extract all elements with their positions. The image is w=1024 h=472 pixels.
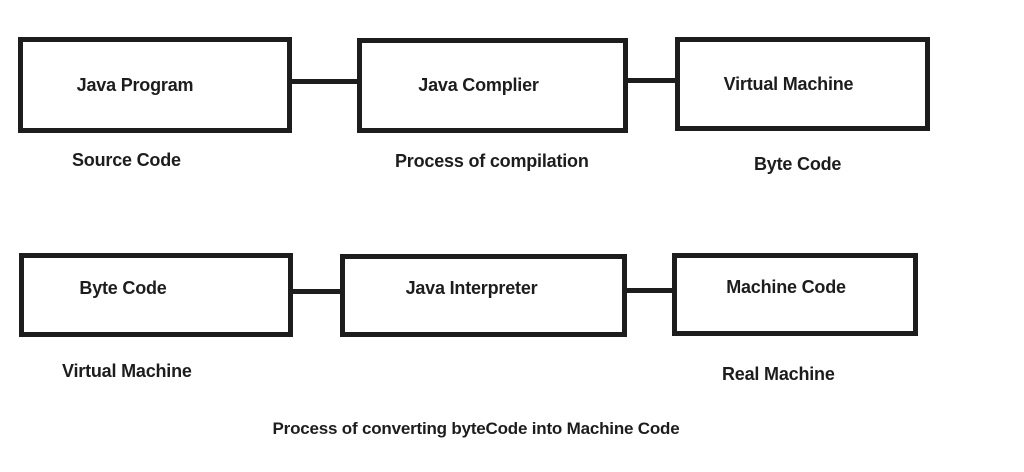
flow-box-machine-code: Machine Code [672,253,918,336]
flow-box-label: Java Complier [418,75,539,95]
flow-box-label: Byte Code [79,277,167,298]
flow-box-virtual-machine: Virtual Machine [675,37,930,131]
flow-box-java-complier: Java Complier [357,38,628,133]
flow-box-label: Java Program [76,74,194,95]
sub-label-byte-code: Byte Code [754,154,842,174]
sub-label-real-machine: Real Machine [722,364,835,384]
flow-box-label: Machine Code [726,277,846,297]
sub-label-virtual-machine: Virtual Machine [62,361,192,381]
flow-box-java-program: Java Program [18,37,292,133]
flow-box-java-interpreter: Java Interpreter [340,254,627,337]
flow-box-byte-code: Byte Code [19,253,293,337]
diagram-caption: Process of converting byteCode into Mach… [272,419,680,438]
flow-box-label: Virtual Machine [723,73,854,94]
connector-line-bottom-right [625,288,673,293]
flow-box-label: Java Interpreter [405,278,538,298]
connector-line-top-right [626,78,676,83]
sub-label-source-code: Source Code [72,150,181,170]
sub-label-process-of-compilation: Process of compilation [395,151,589,171]
connector-line-top-left [290,79,358,84]
connector-line-bottom-left [291,289,341,294]
